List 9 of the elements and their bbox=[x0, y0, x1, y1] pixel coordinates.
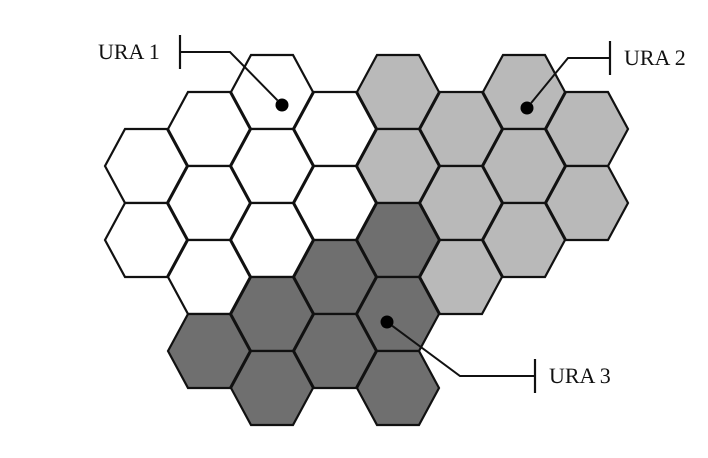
area-label: URA 3 bbox=[535, 360, 627, 392]
location-dot bbox=[380, 316, 394, 328]
leader-line bbox=[530, 40, 612, 104]
leader-line bbox=[178, 34, 278, 102]
leader-line bbox=[392, 325, 536, 394]
area-label: URA 1 bbox=[98, 36, 180, 68]
location-dot bbox=[520, 102, 534, 114]
area-label: URA 2 bbox=[610, 42, 698, 74]
location-dot bbox=[276, 98, 288, 112]
